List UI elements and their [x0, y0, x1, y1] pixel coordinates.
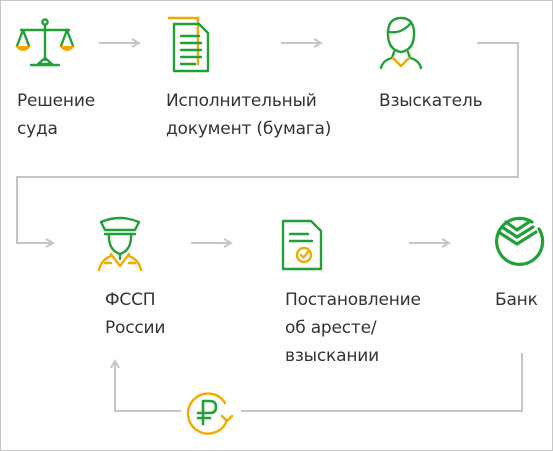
label-line: Решение: [17, 91, 95, 111]
label-line: об аресте/: [285, 318, 377, 338]
document-icon: [168, 16, 210, 73]
step-label-writ: Исполнительный документ (бумага): [166, 87, 331, 143]
bailiff-icon: [97, 216, 143, 272]
label-line: суда: [17, 119, 58, 139]
label-line: Постановление: [285, 290, 421, 310]
step-label-bank: Банк: [495, 286, 538, 314]
scales-icon: [15, 18, 75, 67]
label-line: взыскании: [285, 346, 379, 366]
step-label-fssp: ФССП России: [105, 286, 165, 342]
ruble-cycle-icon: [186, 392, 234, 435]
label-line: Взыскатель: [379, 91, 483, 111]
label-line: России: [105, 318, 166, 338]
label-line: ФССП: [105, 290, 156, 310]
arrow-bank-to-ruble: [241, 353, 523, 412]
label-line: документ (бумага): [166, 119, 332, 139]
arrow-claimant-to-fssp: [16, 42, 519, 243]
step-label-claimant: Взыскатель: [379, 87, 483, 115]
sber-logo-icon: [495, 216, 545, 266]
label-line: Исполнительный: [166, 91, 317, 111]
label-line: Банк: [495, 290, 538, 310]
step-label-resolution: Постановление об аресте/ взыскании: [285, 286, 421, 370]
person-icon: [379, 16, 423, 70]
arrow-ruble-to-fssp: [115, 361, 181, 412]
resolution-document-icon: [281, 219, 323, 271]
step-label-court-decision: Решение суда: [17, 87, 95, 143]
